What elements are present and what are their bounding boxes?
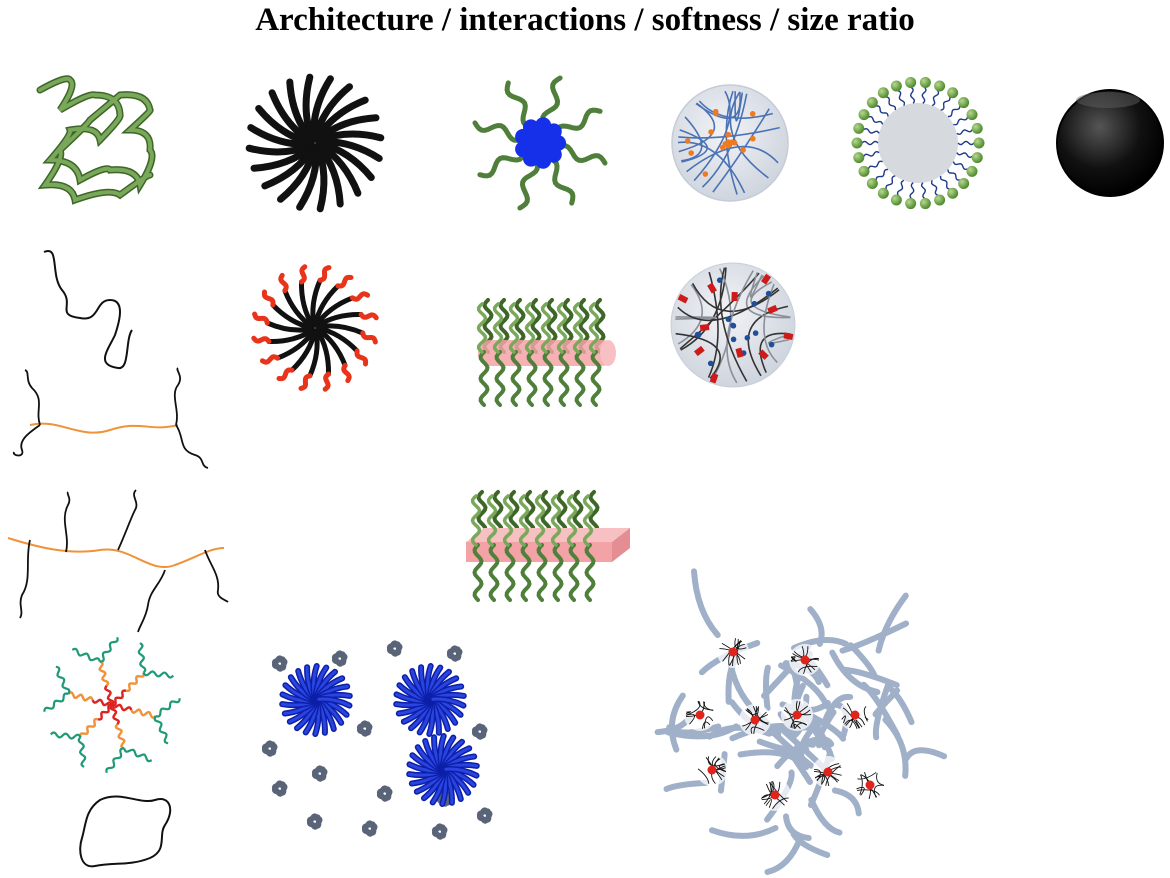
telechelic-star-icon bbox=[251, 264, 379, 392]
microgels-in-network-icon bbox=[654, 568, 948, 875]
star-polymer-black-icon bbox=[245, 73, 385, 213]
multiblock-star-icon bbox=[43, 636, 181, 774]
figure-title: Architecture / interactions / softness /… bbox=[255, 2, 915, 38]
grafted-sphere-brush-icon bbox=[851, 76, 985, 210]
linear-chain-coil-icon bbox=[36, 75, 156, 205]
planar-brush-icon bbox=[466, 490, 630, 602]
single-chain-icon bbox=[43, 249, 133, 369]
comb-polymer-sparse-icon bbox=[12, 367, 209, 469]
star-linear-mixture-icon bbox=[261, 640, 493, 840]
microgel-crosslinked-icon bbox=[671, 84, 789, 202]
star-polymer-blue-core-icon bbox=[472, 75, 608, 211]
comb-polymer-dense-icon bbox=[7, 489, 229, 633]
ring-polymer-icon bbox=[79, 795, 172, 868]
cylindrical-brush-icon bbox=[476, 298, 616, 407]
hard-sphere-icon bbox=[1056, 89, 1164, 197]
functionalized-microgel-icon bbox=[670, 262, 796, 388]
